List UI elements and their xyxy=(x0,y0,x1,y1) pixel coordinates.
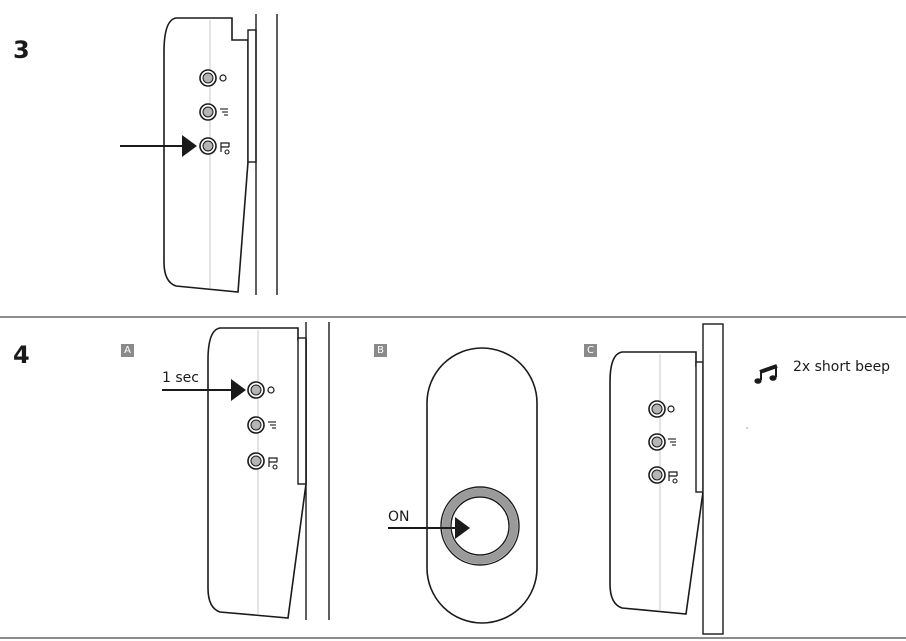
melody-button xyxy=(199,137,217,155)
panelA-receiver-side-view xyxy=(207,322,330,620)
volume-button xyxy=(648,433,666,451)
volume-button xyxy=(199,103,217,121)
melody-button xyxy=(648,466,666,484)
panel-label-c: C xyxy=(584,344,597,357)
panel-label-b: B xyxy=(374,344,387,357)
panelA-press-arrow xyxy=(162,379,246,401)
step3-receiver-side-view xyxy=(163,14,278,295)
panelB-press-arrow xyxy=(388,517,470,539)
step-number: 3 xyxy=(13,36,30,64)
on-label: ON xyxy=(388,509,410,525)
music-note-icon xyxy=(754,364,778,384)
power-button xyxy=(247,381,265,399)
panel-label-a: A xyxy=(121,344,134,357)
panelB-push-button-front-view xyxy=(426,347,538,624)
beep-result-label: 2x short beep xyxy=(793,359,891,375)
hold-duration-label: 1 sec xyxy=(162,370,199,386)
melody-button xyxy=(247,452,265,470)
power-button xyxy=(199,69,217,87)
step3-press-arrow xyxy=(120,135,197,157)
panelC-receiver-side-view xyxy=(609,323,724,635)
volume-button xyxy=(247,416,265,434)
step-number: 4 xyxy=(13,341,30,369)
power-button xyxy=(648,400,666,418)
